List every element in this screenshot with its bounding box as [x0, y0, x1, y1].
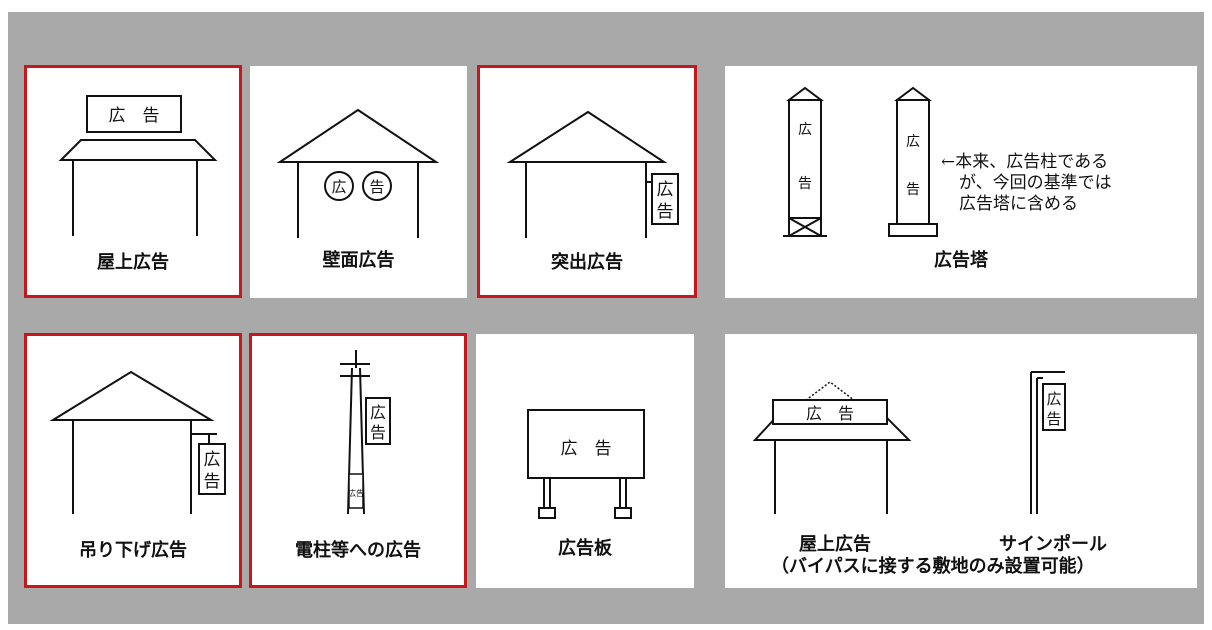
- caption-wall-ad: 壁面広告: [322, 250, 395, 271]
- wall-ad-drawing: 広 告: [276, 108, 440, 238]
- tower-note: ←本来、広告柱である が、今回の基準では 広告塔に含める: [941, 152, 1112, 215]
- caption-utility-pole-ad: 電柱等への広告: [295, 540, 421, 561]
- panel-tower-ad: 広 告 広 告 ←本来、広告柱である が、今回の基準では 広告塔に含める 広告塔: [725, 66, 1197, 298]
- caption-sign-pole: サインポール: [999, 534, 1107, 555]
- tower1-char-2: 告: [798, 176, 812, 192]
- panel-bypass-ads: 広 告 広 告 屋上広告 サインポール （バイパスに接する敷地のみ設置可能）: [725, 334, 1197, 588]
- caption-bypass-note: （バイパスに接する敷地のみ設置可能）: [771, 556, 1095, 577]
- bypass-roof-sign-text: 広 告: [806, 404, 854, 423]
- tower1-char-1: 広: [798, 122, 812, 138]
- signpole-char-1: 広: [1046, 390, 1061, 408]
- panel-rooftop-ad: 広 告 屋上広告: [24, 65, 242, 298]
- wall-sign-char-1: 広: [331, 178, 346, 196]
- wall-sign-char-2: 告: [369, 178, 384, 196]
- caption-tower-ad: 広告塔: [934, 250, 988, 271]
- tower-note-arrow: ←: [941, 152, 956, 172]
- tower2-char-1: 広: [906, 134, 920, 150]
- rooftop-sign-text: 広 告: [109, 106, 160, 126]
- caption-bypass-rooftop: 屋上広告: [799, 534, 871, 555]
- utility-pole-drawing: 広 告 広告: [340, 350, 391, 515]
- panel-wall-ad: 広 告 壁面広告: [250, 66, 467, 298]
- panel-utility-pole-ad: 広 告 広告 電柱等への広告: [249, 333, 467, 588]
- hanging-sign-char-1: 広: [204, 450, 221, 470]
- rooftop-ad-drawing: 広 告: [58, 95, 218, 236]
- caption-projecting-ad: 突出広告: [551, 252, 623, 273]
- bypass-ads-drawing: 広 告 広 告: [752, 371, 1066, 514]
- hanging-sign-char-2: 告: [204, 472, 221, 492]
- projecting-sign-char-1: 広: [657, 180, 674, 200]
- panel-billboard: 広 告 広告板: [476, 334, 694, 588]
- tower-note-line-3: 広告塔に含める: [959, 194, 1078, 214]
- signpole-char-2: 告: [1046, 410, 1061, 428]
- pole-sign-char-1: 広: [370, 403, 386, 422]
- billboard-sign-text: 広 告: [561, 439, 612, 459]
- projecting-ad-drawing: 広 告: [506, 110, 679, 238]
- panel-hanging-ad: 広 告 吊り下げ広告: [24, 333, 242, 588]
- tower-note-line-1: 本来、広告柱である: [955, 152, 1109, 172]
- caption-hanging-ad: 吊り下げ広告: [79, 540, 187, 561]
- tower-ad-drawing: 広 告 広 告: [783, 86, 938, 237]
- tower-note-line-2: が、今回の基準では: [959, 173, 1112, 193]
- hanging-ad-drawing: 広 告: [49, 370, 226, 514]
- panel-projecting-ad: 広 告 突出広告: [477, 65, 697, 298]
- pole-small-tag: 広告: [348, 488, 364, 498]
- caption-rooftop-ad: 屋上広告: [97, 252, 169, 273]
- tower2-char-2: 告: [906, 182, 920, 198]
- caption-billboard: 広告板: [558, 538, 612, 559]
- billboard-drawing: 広 告: [527, 409, 645, 519]
- projecting-sign-char-2: 告: [657, 202, 674, 222]
- pole-sign-char-2: 告: [370, 423, 386, 442]
